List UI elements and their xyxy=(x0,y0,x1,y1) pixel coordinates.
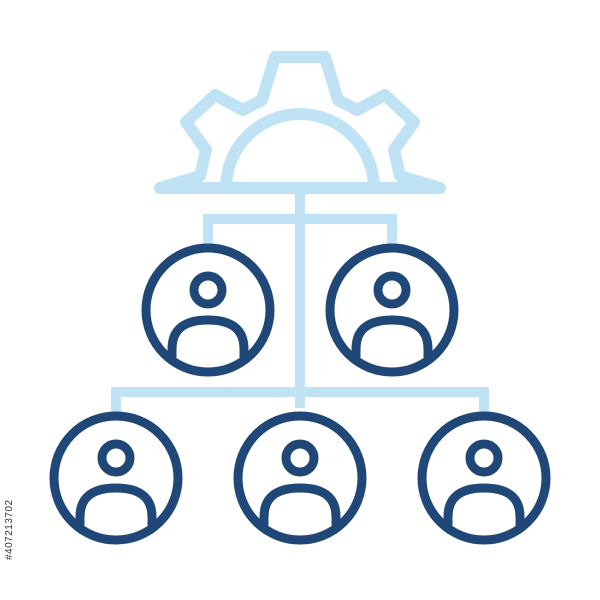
org-chart-connector xyxy=(111,194,489,416)
connector-level-1 xyxy=(203,214,397,245)
person-icon xyxy=(325,243,459,377)
people-group xyxy=(49,243,551,545)
person-icon xyxy=(141,243,275,377)
person-head xyxy=(97,439,135,477)
stock-id-label: #407213702 xyxy=(4,499,15,560)
gear-icon xyxy=(154,51,446,194)
person-body xyxy=(259,483,341,530)
person-body xyxy=(75,483,157,530)
person-frame xyxy=(325,243,459,377)
person-body xyxy=(351,315,433,362)
person-head xyxy=(281,439,319,477)
person-icon xyxy=(49,411,183,545)
person-icon xyxy=(233,411,367,545)
person-frame xyxy=(417,411,551,545)
person-frame xyxy=(49,411,183,545)
gear-inner-arc xyxy=(220,108,380,194)
person-head xyxy=(373,271,411,309)
person-frame xyxy=(233,411,367,545)
person-body xyxy=(443,483,525,530)
gear-outline xyxy=(154,51,446,194)
person-frame xyxy=(141,243,275,377)
person-body xyxy=(167,315,249,362)
person-head xyxy=(465,439,503,477)
connector-level-2 xyxy=(111,387,489,416)
person-icon xyxy=(417,411,551,545)
person-head xyxy=(189,271,227,309)
